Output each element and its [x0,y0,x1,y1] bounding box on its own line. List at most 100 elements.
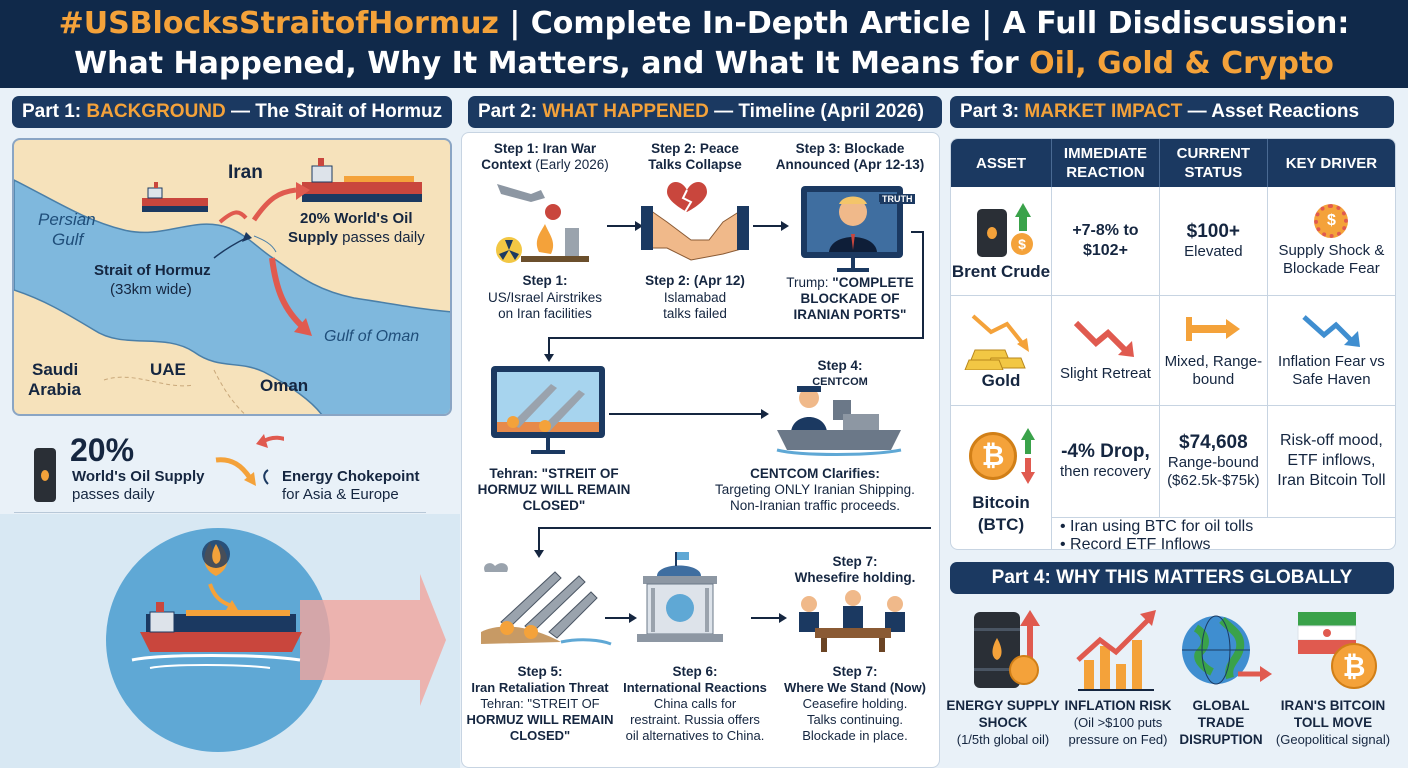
map-label-supply: 20% World's Oil [300,210,413,227]
asset-name-gold: Gold [981,371,1021,390]
map-label-saudi: Saudi [32,360,79,379]
step1-desc-1: US/Israel Airstrikes [487,290,603,305]
step7-subtitle: Where We Stand (Now) [783,680,927,695]
part1-title: Part 1: BACKGROUND — The Strait of Hormu… [12,96,452,128]
bullet-item: • Iran using BTC for oil tolls [1060,517,1254,535]
svg-text:₿: ₿ [1343,651,1366,682]
impact-energy-l1: ENERGY SUPPLY [946,698,1060,713]
part3-title: Part 3: MARKET IMPACT — Asset Reactions [950,96,1394,128]
step5-desc-1: Tehran: "STREIT OF [480,696,600,711]
stat-line-2: passes daily [72,486,155,503]
asset-cell-brent: $ Brent Crude [951,187,1052,296]
step6-subtitle: International Reactions [623,680,767,695]
step3-top-title: Step 3: Blockade [795,141,905,156]
step7-desc-3: Blockade in place. [802,728,908,743]
tehran-quote-1: Tehran: "STREIT OF [489,466,619,481]
global-impact-icons: ₿ [974,610,1377,691]
oil-barrel-dollar-icon: $ [951,199,1051,261]
tv-monitor-icon [801,186,903,272]
driver-brent: $ Supply Shock & Blockade Fear [1267,187,1395,296]
step5-subtitle: Iran Retaliation Threat [471,680,609,695]
asset-name-btc: Bitcoin (BTC) [972,493,1030,535]
reaction-btc: -4% Drop,then recovery [1051,405,1160,518]
status-gold: Mixed, Range-bound [1159,295,1268,406]
navy-warship-icon [776,386,902,456]
part4-title: Part 4: WHY THIS MATTERS GLOBALLY [950,562,1394,594]
oil-barrel-icon [34,448,56,502]
headline: #USBlocksStraitofHormuz | Complete In-De… [0,4,1408,44]
part2-label: Part 2: [478,101,543,122]
header-banner: #USBlocksStraitofHormuz | Complete In-De… [0,0,1408,88]
impact-energy-l2: SHOCK [978,715,1028,730]
step3-top-sub: Announced (Apr 12-13) [775,157,925,172]
step1-title: Step 1: [522,273,568,288]
col-header-asset: ASSET [951,139,1052,187]
driver-btc: Risk-off mood, ETF inflows, Iran Bitcoin… [1267,405,1395,518]
step4-top-title: Step 4: [817,358,863,373]
step6-desc-1: China calls for [653,696,737,711]
chokepoint-arrows-icon [215,434,284,486]
impact-inflation-l1: INFLATION RISK [1064,698,1172,713]
tehran-quote-2: HORMUZ WILL REMAIN [477,482,631,497]
part2-title: Part 2: WHAT HAPPENED — Timeline (April … [468,96,942,128]
map-graphic [14,158,450,414]
market-impact-table: ASSET IMMEDIATE REACTION CURRENT STATUS … [951,139,1395,550]
step1-desc-2: on Iran facilities [498,306,592,321]
table-bullets-row: • Iran using BTC for oil tolls • Record … [951,517,1395,550]
table-header-row: ASSET IMMEDIATE REACTION CURRENT STATUS … [951,139,1395,187]
asset-cell-btc: ₿ Bitcoin (BTC) [951,405,1052,549]
stat-line-1: World's Oil Supply [72,468,205,485]
map-label-uae: UAE [150,360,186,379]
part3-accent: MARKET IMPACT [1024,101,1183,122]
map-label-gulf: Gulf [52,230,84,249]
step3-desc-1: Trump: "COMPLETE [786,275,914,290]
tanker-scene [106,528,446,752]
step7-top-title: Step 7: [832,554,878,569]
map-label-strait-width: (33km wide) [110,281,192,298]
table-row: ₿ Bitcoin (BTC) -4% Drop,then recovery $… [951,405,1395,549]
step4-title: CENTCOM Clarifies: [750,466,880,481]
step1-top-context: Context (Early 2026) [481,157,609,172]
step4-desc-2: Non-Iranian traffic proceeds. [729,498,901,513]
part2-rest: — Timeline (April 2026) [708,101,924,122]
tehran-quote-3: CLOSED" [522,498,586,513]
map-label-iran: Iran [228,162,263,183]
table-row: $ Brent Crude +7-8% to $102+ $100+Elevat… [951,187,1395,296]
map-label-gulf-of-oman: Gulf of Oman [324,328,420,345]
stat-percent: 20% [70,432,135,468]
part3-rest: — Asset Reactions [1182,101,1360,122]
sideways-arrow-icon [1186,317,1241,341]
col-header-driver: KEY DRIVER [1267,139,1395,187]
impact-inflation-l3: pressure on Fed) [1068,732,1168,747]
step5-desc-2: HORMUZ WILL REMAIN [466,712,614,727]
reaction-brent: +7-8% to $102+ [1051,187,1160,296]
subheadline-accent: Oil, Gold & Crypto [1029,46,1334,81]
step7-title: Step 7: [832,664,878,679]
subheadline-main: What Happened, Why It Matters, and What … [74,46,1030,81]
map-label-strait: Strait of Hormuz [94,262,211,279]
step2-desc-2: talks failed [663,306,727,321]
reaction-gold: Slight Retreat [1051,295,1160,406]
map-label-passes: Supply passes daily [288,229,425,246]
tanker-ship-icon [302,158,422,202]
step4-desc-1: Targeting ONLY Iranian Shipping. [715,482,915,497]
step5-desc-3: CLOSED" [509,728,571,743]
asset-name-brent: Brent Crude [951,261,1051,281]
market-table-panel: ASSET IMMEDIATE REACTION CURRENT STATUS … [950,138,1396,550]
big-arrow-icon [300,574,446,706]
gold-bars-icon [951,308,1051,371]
part1-rest: — The Strait of Hormuz [225,101,443,122]
divider [14,512,426,513]
impact-bitcoin-l2: TOLL MOVE [1293,715,1373,730]
status-brent: $100+Elevated [1159,187,1268,296]
col-header-reaction: IMMEDIATE REACTION [1051,139,1160,187]
missile-launch-icon [481,563,612,646]
headline-rest: | Complete In-Depth Article | A Full Dis… [498,6,1350,41]
step7-desc-2: Talks continuing. [806,712,904,727]
chokepoint-line-1: Energy Chokepoint [282,468,420,485]
impact-inflation-l2: (Oil >$100 puts [1073,715,1163,730]
bitcoin-arrows-icon: ₿ [951,422,1051,492]
oil-barrel-icon [974,610,1040,688]
step6-desc-2: restraint. Russia offers [630,712,760,727]
